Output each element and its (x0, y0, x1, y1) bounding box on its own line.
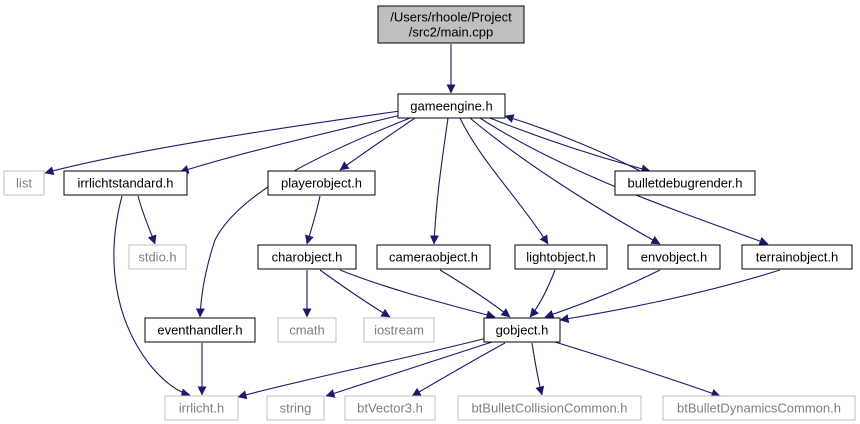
node-box (457, 395, 642, 421)
node-label: bulletdebugrender.h (628, 176, 743, 191)
node-label: lightobject.h (526, 250, 595, 265)
node-btBulletCollisionCommon: btBulletCollisionCommon.h (457, 395, 642, 421)
node-box (627, 244, 721, 270)
nodes-layer: /Users/rhoole/Project/src2/main.cpp gamee… (3, 5, 856, 421)
edge-gameengine-to-terrainobject (479, 117, 769, 246)
edge-charobject-to-gobject (339, 269, 496, 320)
node-label: stdio.h (138, 250, 176, 265)
edge-gameengine-to-playerobject (339, 117, 416, 171)
node-cameraobject[interactable]: cameraobject.h (376, 244, 491, 270)
node-label: iostream (374, 323, 424, 338)
node-btBulletDynamicsCommon: btBulletDynamicsCommon.h (662, 395, 856, 421)
edge-charobject-to-iostream (319, 269, 391, 318)
edge-gameengine-to-irrlichtstandard (179, 113, 406, 174)
node-label: btBulletDynamicsCommon.h (677, 401, 841, 416)
edge-gobject-to-btBulletCollisionCommon (531, 342, 545, 396)
node-box (164, 395, 239, 421)
node-terrainobject[interactable]: terrainobject.h (741, 244, 853, 270)
node-label: envobject.h (641, 250, 708, 265)
node-box (257, 244, 357, 270)
node-label: playerobject.h (281, 176, 362, 191)
node-box (741, 244, 853, 270)
node-main[interactable]: /Users/rhoole/Project/src2/main.cpp (377, 5, 525, 44)
node-irrlichtstandard[interactable]: irrlichtstandard.h (63, 170, 188, 196)
edge-playerobject-to-charobject (305, 195, 321, 245)
node-envobject[interactable]: envobject.h (627, 244, 721, 270)
node-irrlicht: irrlicht.h (164, 395, 239, 421)
edge-irrlichtstandard-to-irrlicht (113, 195, 191, 398)
node-playerobject[interactable]: playerobject.h (267, 170, 376, 196)
node-label: /Users/rhoole/Project (390, 10, 512, 25)
node-box (363, 317, 435, 343)
node-box (144, 317, 256, 343)
node-label: charobject.h (272, 250, 343, 265)
node-bulletdebugrender[interactable]: bulletdebugrender.h (614, 170, 756, 196)
edge-terrainobject-to-gobject (559, 269, 781, 324)
node-label: /src2/main.cpp (409, 25, 494, 40)
edge-envobject-to-gobject (544, 269, 661, 319)
node-string: string (266, 395, 325, 421)
node-box (3, 170, 45, 196)
edge-gameengine-to-eventhandler (195, 117, 411, 318)
node-label: irrlichtstandard.h (77, 176, 173, 191)
node-box (63, 170, 188, 196)
node-gobject[interactable]: gobject.h (483, 317, 561, 343)
node-list: list (3, 170, 45, 196)
node-box (128, 244, 187, 270)
edges-layer (44, 44, 781, 400)
edge-lightobject-to-gobject (529, 269, 556, 318)
node-label: irrlicht.h (179, 401, 225, 416)
node-box (662, 395, 856, 421)
node-charobject[interactable]: charobject.h (257, 244, 357, 270)
node-iostream: iostream (363, 317, 435, 343)
edge-gameengine-to-list (44, 110, 401, 176)
node-label: eventhandler.h (157, 323, 242, 338)
node-gameengine[interactable]: gameengine.h (397, 93, 506, 119)
edge-gameengine-to-bulletdebugrender (489, 117, 651, 174)
node-label: btBulletCollisionCommon.h (471, 401, 627, 416)
node-box (344, 395, 436, 421)
edge-gobject-to-string (325, 341, 493, 398)
node-box (483, 317, 561, 343)
node-label: gameengine.h (410, 99, 492, 114)
node-label: gobject.h (496, 323, 549, 338)
node-label: btVector3.h (357, 401, 423, 416)
edge-gobject-to-btBulletDynamicsCommon (554, 341, 721, 398)
node-lightobject[interactable]: lightobject.h (514, 244, 608, 270)
node-box (397, 93, 506, 119)
edge-gobject-to-btVector3 (411, 342, 506, 397)
node-box (377, 5, 525, 44)
node-box (376, 244, 491, 270)
edge-gameengine-to-envobject (469, 117, 661, 245)
edge-bulletdebugrender-to-gameengine (504, 114, 641, 172)
node-stdio: stdio.h (128, 244, 187, 270)
node-label: cmath (289, 323, 324, 338)
node-label: list (16, 176, 32, 191)
node-box (277, 317, 337, 343)
edge-cameraobject-to-gobject (439, 269, 511, 318)
node-cmath: cmath (277, 317, 337, 343)
node-label: cameraobject.h (389, 250, 478, 265)
node-btVector3: btVector3.h (344, 395, 436, 421)
edge-irrlichtstandard-to-stdio (137, 195, 157, 245)
node-box (267, 170, 376, 196)
node-box (266, 395, 325, 421)
node-label: terrainobject.h (756, 250, 838, 265)
node-box (514, 244, 608, 270)
edge-gobject-to-irrlicht (237, 337, 488, 400)
node-label: string (280, 401, 312, 416)
node-eventhandler[interactable]: eventhandler.h (144, 317, 256, 343)
edge-gameengine-to-lightobject (459, 117, 549, 245)
edge-gameengine-to-cameraobject (429, 117, 449, 245)
node-box (614, 170, 756, 196)
